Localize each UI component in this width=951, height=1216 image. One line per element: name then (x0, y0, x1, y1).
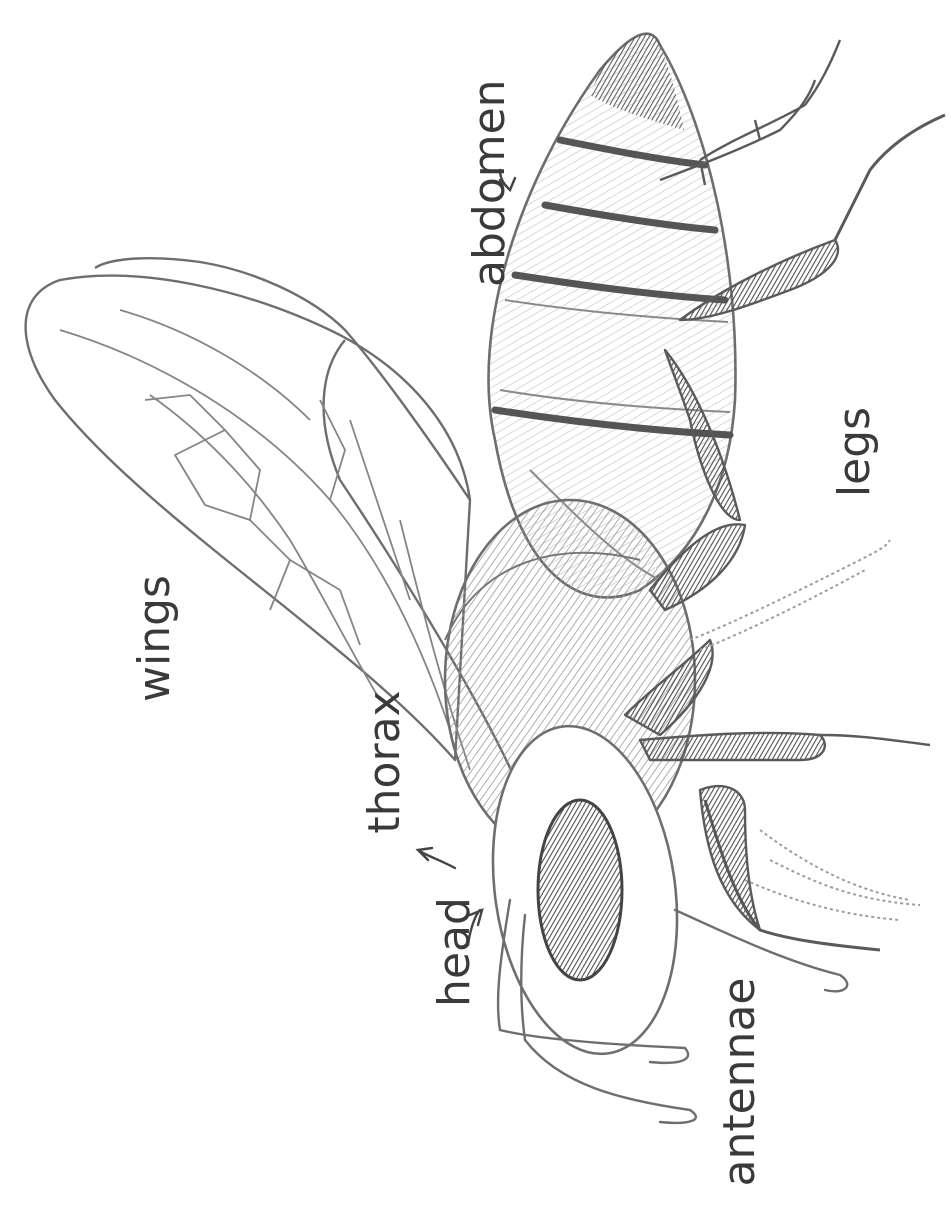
label-abdomen: abdomen (468, 97, 512, 287)
label-antennae: antennae (718, 977, 762, 1187)
label-wings: wings (133, 582, 177, 702)
label-head: head (433, 882, 477, 1022)
label-thorax: thorax (363, 682, 407, 842)
hindwing (95, 258, 470, 500)
label-legs: legs (833, 402, 877, 502)
compound-eye (538, 800, 622, 980)
